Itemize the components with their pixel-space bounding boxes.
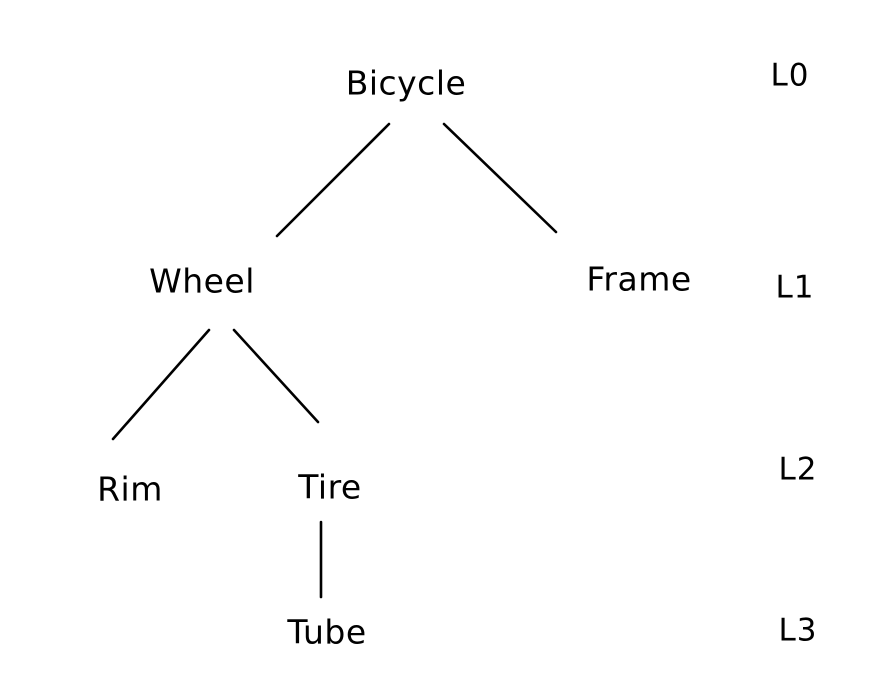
edge-bicycle-to-frame [442, 122, 558, 234]
level-label-l0: L0 [770, 57, 810, 94]
node-tire[interactable]: Tire [298, 467, 362, 507]
edge-bicycle-to-wheel [275, 122, 391, 238]
node-wheel[interactable]: Wheel [149, 261, 255, 301]
node-rim[interactable]: Rim [97, 469, 163, 509]
node-bicycle[interactable]: Bicycle [345, 63, 467, 103]
node-frame[interactable]: Frame [586, 259, 692, 299]
node-tube[interactable]: Tube [287, 612, 367, 652]
edge-wheel-to-rim [111, 328, 211, 441]
edge-wheel-to-tire [232, 328, 320, 424]
level-label-l1: L1 [775, 269, 815, 306]
level-label-l2: L2 [778, 451, 818, 488]
level-label-l3: L3 [778, 612, 818, 649]
